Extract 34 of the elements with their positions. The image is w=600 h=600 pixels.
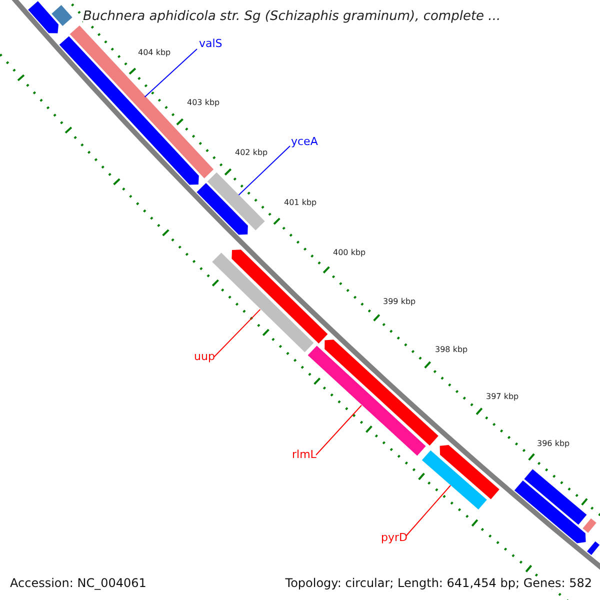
- gene-feature-bar: [524, 469, 587, 525]
- gene-label: pyrD: [381, 532, 408, 543]
- accession-text: Accession: NC_004061: [10, 577, 146, 589]
- leader-line: [144, 48, 198, 98]
- scale-label: 401 kbp: [284, 199, 317, 207]
- gene-feature-bar: [52, 5, 72, 26]
- gene-feature-bar: [582, 518, 596, 533]
- leader-line: [406, 484, 452, 536]
- leader-line: [238, 146, 290, 196]
- leader-line: [214, 308, 261, 358]
- gene-label: uup: [194, 351, 215, 362]
- summary-text: Topology: circular; Length: 641,454 bp; Genes: 582: [285, 577, 592, 589]
- gene-feature-bar: [196, 183, 248, 235]
- scale-label: 399 kbp: [383, 298, 416, 306]
- map-title: Buchnera aphidicola str. Sg (Schizaphis graminum), complete ...: [83, 10, 501, 23]
- scale-label: 396 kbp: [537, 440, 570, 448]
- scale-label: 397 kbp: [486, 393, 519, 401]
- scale-label: 403 kbp: [187, 99, 220, 107]
- gene-feature-bar: [587, 541, 600, 555]
- leader-line: [316, 404, 362, 456]
- gene-label: yceA: [291, 136, 318, 147]
- gene-feature-bar: [28, 1, 58, 34]
- gene-feature-bar: [514, 480, 586, 544]
- gene-feature-bar: [212, 252, 314, 352]
- scale-label: 400 kbp: [333, 249, 366, 257]
- scale-label: 398 kbp: [435, 346, 468, 354]
- gene-label: valS: [199, 38, 222, 49]
- gene-feature-bar: [232, 250, 328, 344]
- gene-feature-bar: [422, 450, 487, 510]
- scale-label: 402 kbp: [235, 149, 268, 157]
- gene-label: rlmL: [292, 449, 316, 460]
- gene-feature-bar: [440, 445, 500, 500]
- scale-label: 404 kbp: [138, 49, 171, 57]
- gene-feature-bar: [207, 172, 265, 230]
